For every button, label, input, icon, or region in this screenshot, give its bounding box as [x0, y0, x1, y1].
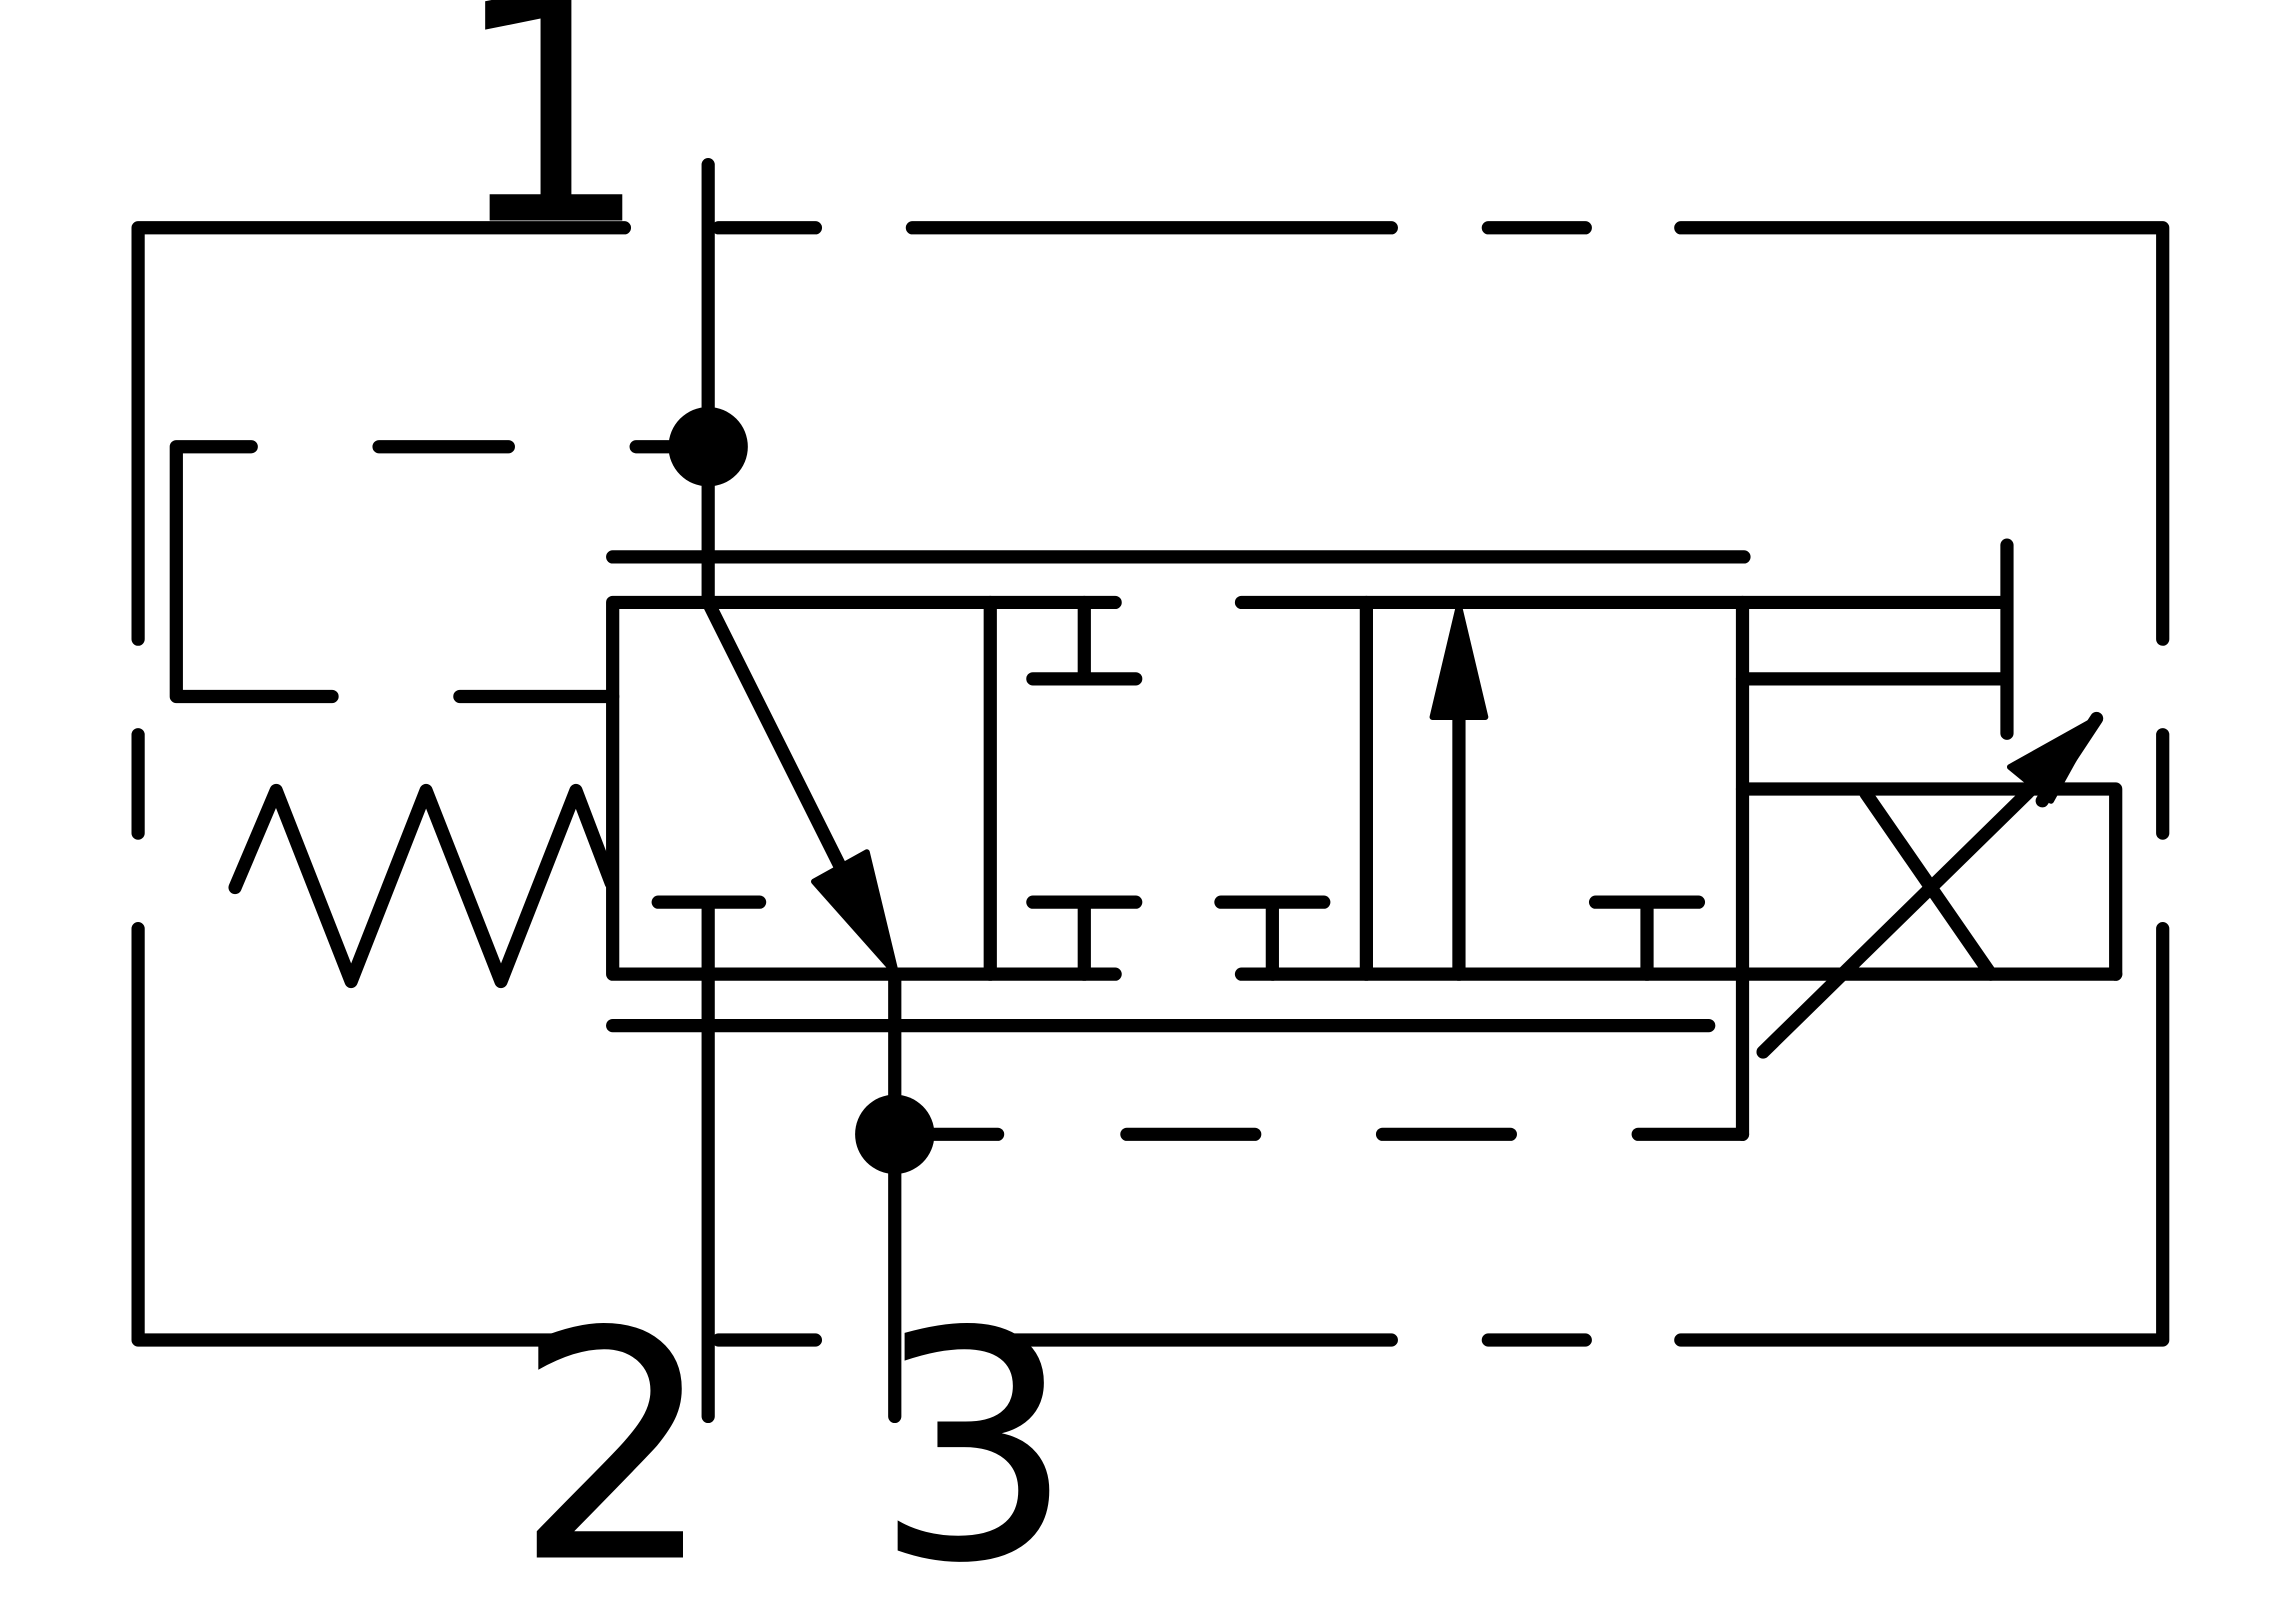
port-3-label: 3 [874, 1265, 1075, 1606]
pilot-line-port-1 [169, 440, 676, 704]
port-2-label: 2 [514, 1265, 715, 1606]
flow-arrow-vertical [1429, 602, 1489, 981]
port-1-junction-dot [668, 407, 748, 487]
port-1-label: 1 [450, 0, 651, 295]
blocked-port-symbols [651, 595, 1706, 981]
detent-stop [1735, 538, 2014, 740]
spring-symbol [228, 783, 618, 989]
valve-body [606, 550, 2123, 1141]
flow-arrow-diagonal [701, 595, 900, 978]
port-3-line [855, 967, 935, 1424]
adjustable-operator [1735, 711, 2123, 1059]
port-1-line [668, 158, 748, 610]
enclosure-border [131, 221, 2170, 1347]
port-3-junction-dot [855, 1094, 935, 1174]
